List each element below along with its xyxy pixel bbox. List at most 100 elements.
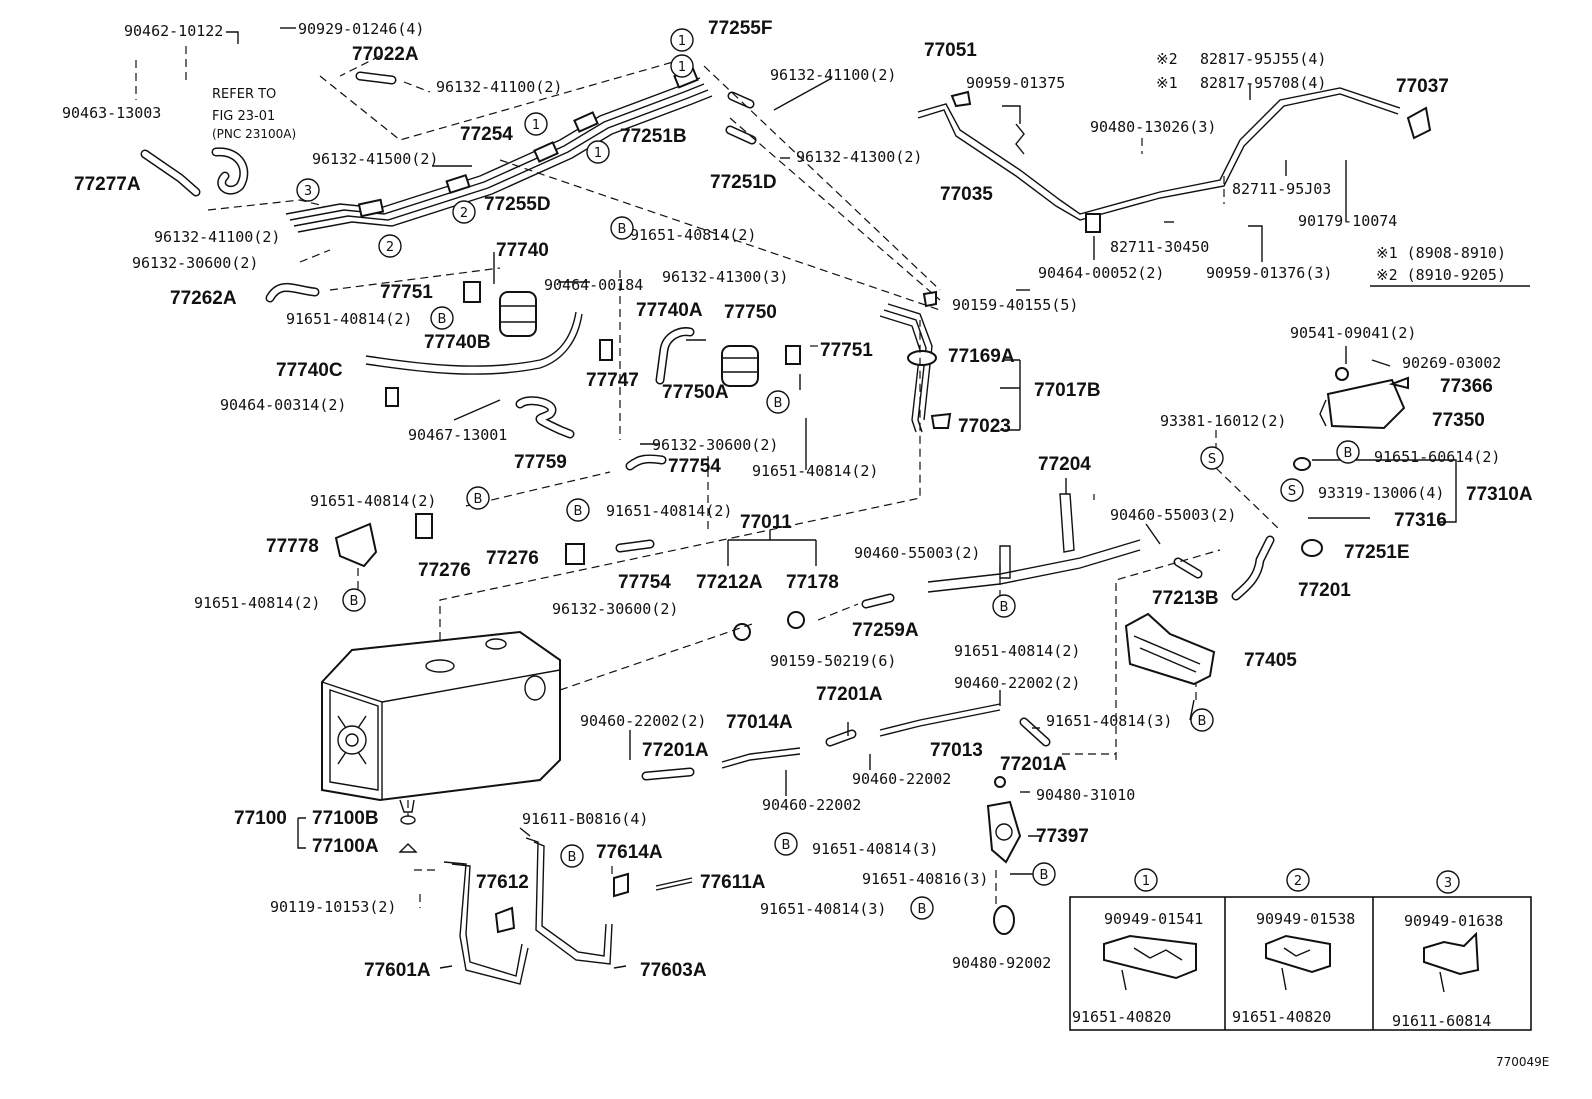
label-77204: 77204 <box>1038 454 1091 475</box>
label-82817-95j55: 82817-95J55(4) <box>1200 50 1326 68</box>
tank-straps <box>443 837 693 985</box>
label-77100: 77100 <box>234 808 287 829</box>
vent-lines-center <box>879 290 952 433</box>
label-77740c: 77740C <box>276 360 343 381</box>
label-77397: 77397 <box>1036 826 1089 847</box>
label-91651-40816: 91651-40816(3) <box>862 870 988 888</box>
label-77011: 77011 <box>740 512 792 533</box>
label-90959-01375: 90959-01375 <box>966 74 1065 92</box>
label-77751-b: 77751 <box>820 340 873 361</box>
label-77051: 77051 <box>924 40 977 61</box>
svg-text:2: 2 <box>460 206 468 221</box>
label-90460-55003-a: 90460-55003(2) <box>1110 506 1236 524</box>
label-inset2-bottom: 91651-40820 <box>1232 1008 1331 1026</box>
label-96132-30600-a: 96132-30600(2) <box>132 254 258 272</box>
label-90480-92002: 90480-92002 <box>952 954 1051 972</box>
label-90460-22002-b: 90460-22002(2) <box>580 712 706 730</box>
hoses-top-left <box>140 71 757 303</box>
label-77750a: 77750A <box>662 382 729 403</box>
label-77259a: 77259A <box>852 620 919 641</box>
svg-text:B: B <box>568 850 577 865</box>
svg-text:1: 1 <box>678 34 686 49</box>
svg-text:B: B <box>438 312 447 327</box>
svg-text:B: B <box>1040 868 1049 883</box>
label-82817-95708: 82817-95708(4) <box>1200 74 1326 92</box>
svg-text:2: 2 <box>1294 874 1302 889</box>
label-77277a: 77277A <box>74 174 141 195</box>
label-91611-b0816: 91611-B0816(4) <box>522 810 648 828</box>
label-90460-22002-c: 90460-22002 <box>852 770 951 788</box>
marker-b: B <box>766 390 790 414</box>
clamp-inset-box <box>1069 896 1532 1031</box>
label-82711-30450: 82711-30450 <box>1110 238 1209 256</box>
label-77255d: 77255D <box>484 194 551 215</box>
label-77612: 77612 <box>476 872 529 893</box>
brackets-left <box>334 513 655 568</box>
gauge-parts <box>733 593 895 641</box>
parking-brake-cable <box>917 87 1432 233</box>
svg-text:S: S <box>1288 484 1296 499</box>
label-77013: 77013 <box>930 740 983 761</box>
label-77740a: 77740A <box>636 300 703 321</box>
label-77750: 77750 <box>724 302 777 323</box>
label-inset3-bottom: 91611-60814 <box>1392 1012 1491 1030</box>
svg-text:B: B <box>574 504 583 519</box>
svg-text:1: 1 <box>678 60 686 75</box>
label-90159-40155: 90159-40155(5) <box>952 296 1078 314</box>
label-91651-40814-d: 91651-40814(2) <box>310 492 436 510</box>
marker-b: B <box>430 306 454 330</box>
circled-markers: 1 1 1 1 3 2 2 B B B B B B B B B B B B B … <box>296 28 1460 920</box>
label-star1-marker: ※1 <box>1156 74 1178 92</box>
label-91651-40814-h: 91651-40814(3) <box>1046 712 1172 730</box>
marker-b: B <box>610 216 634 240</box>
label-pnc-23100a: (PNC 23100A) <box>212 127 296 141</box>
svg-text:B: B <box>1000 600 1009 615</box>
label-77601a: 77601A <box>364 960 431 981</box>
label-90179-10074: 90179-10074 <box>1298 212 1397 230</box>
label-91651-40814-f: 91651-40814(2) <box>194 594 320 612</box>
label-77169a: 77169A <box>948 346 1015 367</box>
label-inset1-bottom: 91651-40820 <box>1072 1008 1171 1026</box>
label-96132-41100-a: 96132-41100(2) <box>436 78 562 96</box>
svg-text:3: 3 <box>1444 876 1452 891</box>
marker-b: B <box>774 832 798 856</box>
label-90460-22002-d: 90460-22002 <box>762 796 861 814</box>
fuel-lid-parts <box>1293 367 1409 471</box>
label-inset3-top: 90949-01638 <box>1404 912 1503 930</box>
marker-b: B <box>910 896 934 920</box>
marker-b: B <box>566 498 590 522</box>
label-82711-95j03: 82711-95J03 <box>1232 180 1331 198</box>
leader-lines <box>135 27 1530 969</box>
label-96132-30600-b: 96132-30600(2) <box>652 436 778 454</box>
marker-1: 1 <box>670 54 694 78</box>
marker-2: 2 <box>452 200 476 224</box>
label-fig-23-01: FIG 23-01 <box>212 109 275 124</box>
label-77017b: 77017B <box>1034 380 1101 401</box>
label-91651-40814-i: 91651-40814(3) <box>812 840 938 858</box>
label-77035: 77035 <box>940 184 993 205</box>
label-77201a-b: 77201A <box>642 740 709 761</box>
label-77201a-c: 77201A <box>1000 754 1067 775</box>
label-77603a: 77603A <box>640 960 707 981</box>
label-91651-40814-c: 91651-40814(2) <box>752 462 878 480</box>
marker-b: B <box>1190 708 1214 732</box>
svg-text:1: 1 <box>1142 874 1150 889</box>
label-77023: 77023 <box>958 416 1011 437</box>
label-96132-41300-a: 96132-41300(2) <box>796 148 922 166</box>
label-inset1-top: 90949-01541 <box>1104 910 1203 928</box>
marker-b: B <box>1032 862 1056 886</box>
label-77251b: 77251B <box>620 126 687 147</box>
label-93319-13006: 93319-13006(4) <box>1318 484 1444 502</box>
marker-3: 3 <box>296 178 320 202</box>
label-inset2-top: 90949-01538 <box>1256 910 1355 928</box>
label-77251e: 77251E <box>1344 542 1410 563</box>
label-77037: 77037 <box>1396 76 1449 97</box>
svg-text:1: 1 <box>532 118 540 133</box>
label-footer-code: 770049E <box>1496 1055 1549 1069</box>
svg-text:1: 1 <box>594 146 602 161</box>
svg-text:2: 2 <box>386 240 394 255</box>
label-90462-10122: 90462-10122 <box>124 22 223 40</box>
svg-text:B: B <box>350 594 359 609</box>
label-77178: 77178 <box>786 572 839 593</box>
